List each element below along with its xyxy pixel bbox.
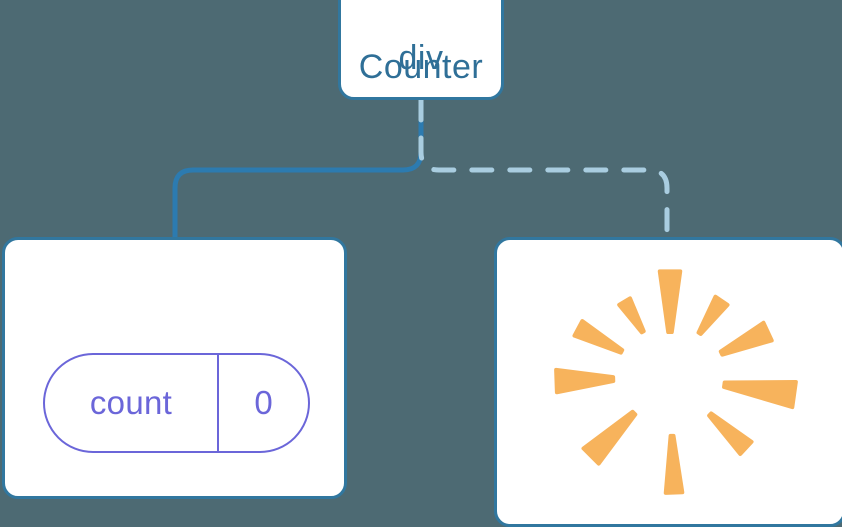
- burst-ray-5: [722, 379, 798, 410]
- edge-layer: [172, 97, 670, 243]
- state-pill-value: 0: [254, 384, 273, 421]
- burst-ray-0: [657, 269, 683, 335]
- node-counter-label: Counter: [358, 48, 484, 86]
- edge-div-to-counter: [172, 97, 424, 243]
- burst-ray-group: [554, 269, 798, 495]
- node-burst[interactable]: [494, 237, 842, 527]
- burst-ray-7: [707, 411, 754, 456]
- state-pill-key: count: [89, 384, 173, 421]
- burst-ray-8: [581, 409, 638, 466]
- burst-ray-6: [554, 367, 616, 395]
- burst-ray-2: [617, 296, 646, 335]
- edge-div-to-burst: [418, 97, 670, 243]
- sparkle-burst-icon: [554, 269, 798, 495]
- burst-ray-3: [718, 320, 774, 357]
- node-div-label: div: [398, 39, 444, 77]
- node-div[interactable]: div: [338, 0, 504, 100]
- burst-ray-4: [572, 319, 625, 355]
- burst-ray-9: [663, 433, 685, 495]
- burst-ray-1: [696, 294, 730, 336]
- state-pill-count[interactable]: count 0: [43, 353, 310, 453]
- state-pill-divider: [217, 355, 219, 451]
